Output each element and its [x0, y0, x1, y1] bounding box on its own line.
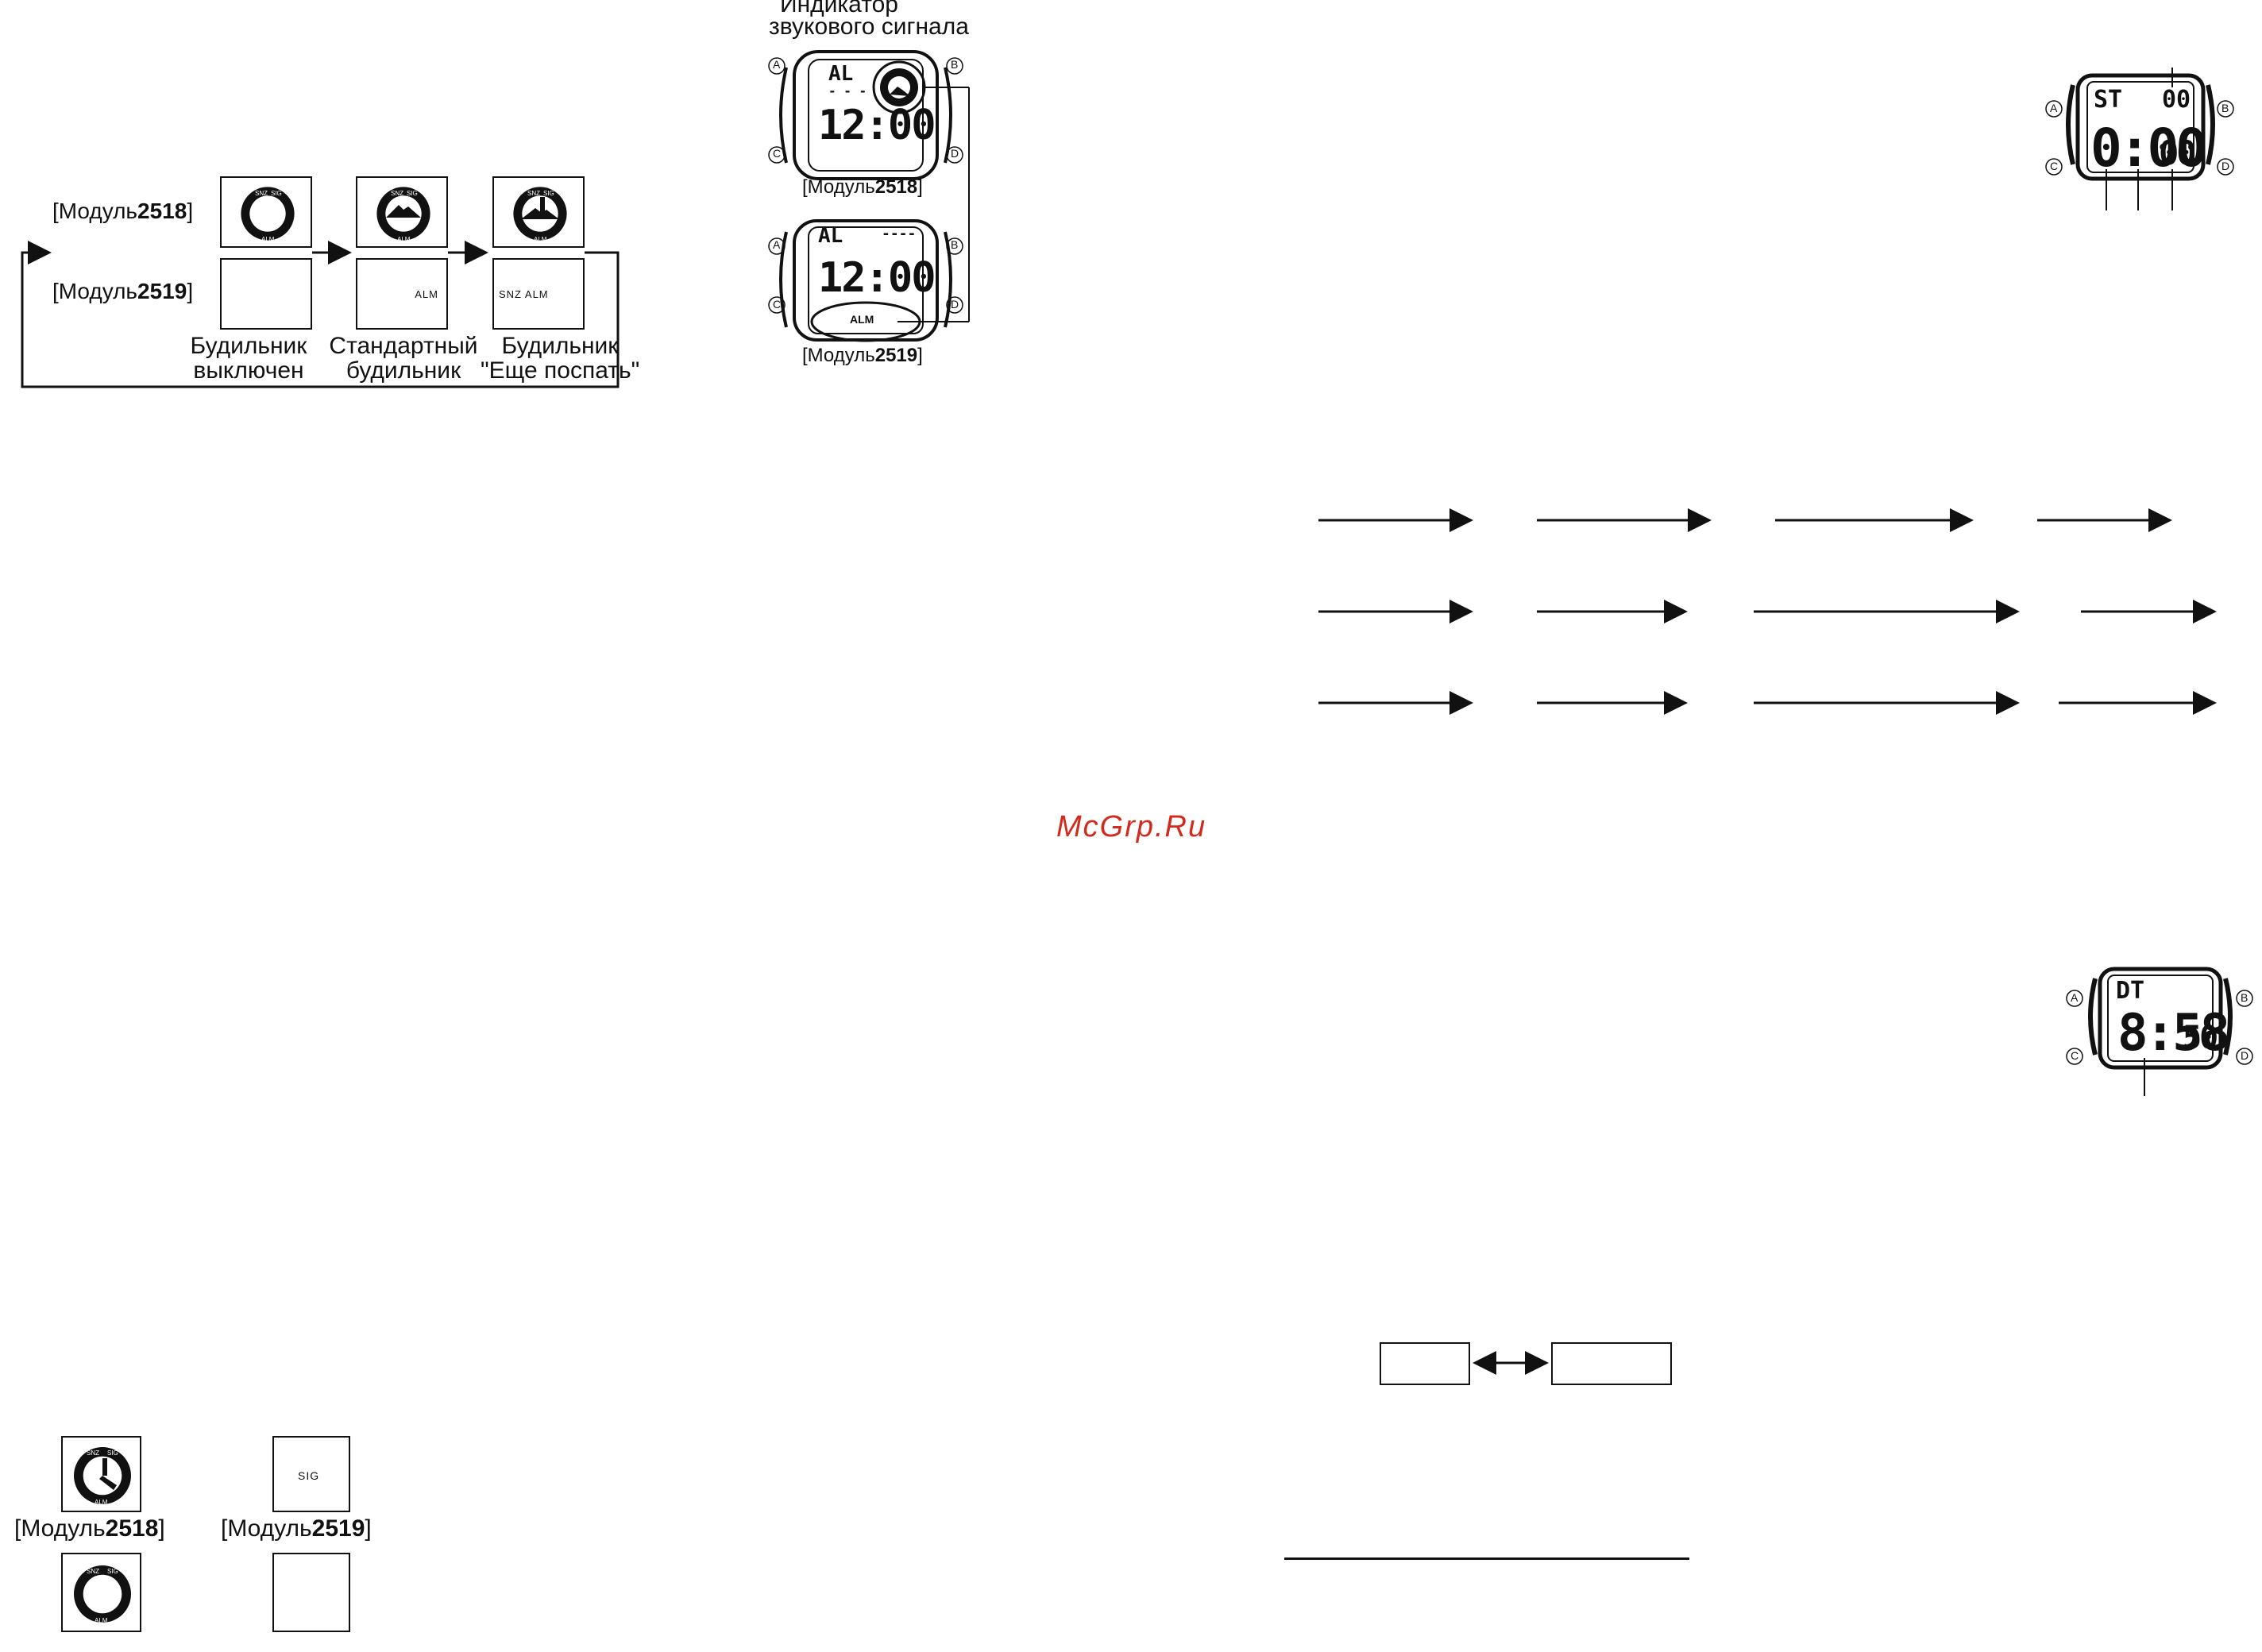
- sw-button-c: C: [2050, 160, 2059, 172]
- lcd-box-off: [220, 258, 312, 330]
- watch2-caption: [Модуль2519]: [802, 345, 923, 366]
- watch2-mode: AL: [818, 224, 843, 248]
- svg-text:ALM: ALM: [95, 1499, 108, 1506]
- dt-button-d: D: [2241, 1049, 2249, 1062]
- signal-ring-off: SNZ SIG ALM: [61, 1553, 141, 1632]
- watch1-dashes: - - -: [828, 83, 867, 98]
- dual-time-main: 8:58: [2117, 1004, 2230, 1063]
- signal-lcd-on: SIG: [272, 1436, 350, 1512]
- svg-text:SIG: SIG: [107, 1568, 118, 1575]
- watch2-dashes: ----: [882, 226, 917, 242]
- dt-button-b: B: [2241, 991, 2248, 1004]
- arrow-rows: [1318, 508, 2217, 715]
- watch1-time: 12:00: [818, 102, 936, 149]
- svg-text:SNZ: SNZ: [87, 1449, 99, 1457]
- ring-icon-standard: SNZ SIG ALM: [356, 176, 448, 248]
- svg-text:SIG: SIG: [271, 190, 282, 197]
- sw-button-b: B: [2221, 102, 2229, 114]
- svg-text:SNZ: SNZ: [87, 1568, 99, 1575]
- snz-alm-tag: SNZ ALM: [499, 288, 549, 300]
- alarm-cycle-arrows: [21, 241, 620, 388]
- watch2-time: 12:00: [818, 254, 936, 302]
- dual-time-small: 50: [2183, 1020, 2218, 1056]
- button-c-label: C: [773, 147, 782, 160]
- toggle-box-right: [1551, 1342, 1672, 1385]
- watch1-mode: AL: [828, 62, 854, 86]
- button-d2-label: D: [951, 298, 959, 311]
- dt-button-a: A: [2071, 991, 2079, 1004]
- ring-icon-snooze: SNZ SIG ALM: [492, 176, 585, 248]
- dt-button-c: C: [2071, 1049, 2079, 1062]
- stopwatch-top-right: 00: [2162, 86, 2191, 114]
- watch-2518: [768, 50, 970, 322]
- svg-text:ALM: ALM: [95, 1617, 108, 1624]
- button-a2-label: A: [773, 238, 781, 251]
- lcd-box-snooze: SNZ ALM: [492, 258, 585, 330]
- svg-text:SIG: SIG: [543, 190, 554, 197]
- stopwatch-main: 0:00: [2090, 118, 2207, 179]
- watch-2519: [768, 219, 969, 342]
- divider-line: [1284, 1557, 1689, 1560]
- sw-button-a: A: [2050, 102, 2058, 114]
- svg-text:ALM: ALM: [397, 236, 411, 243]
- button-b2-label: B: [951, 238, 959, 251]
- svg-text:SIG: SIG: [407, 190, 418, 197]
- stopwatch-small: 00: [2159, 133, 2197, 172]
- ring-icon-off: SNZ SIG ALM: [220, 176, 312, 248]
- module-2518-label: [Модуль2518]: [52, 199, 194, 223]
- lcd-box-standard: ALM: [356, 258, 448, 330]
- signal-lcd-off: [272, 1553, 350, 1632]
- alm-tag: ALM: [415, 288, 438, 300]
- dual-time-watch: [2066, 967, 2253, 1096]
- svg-text:SNZ: SNZ: [255, 190, 268, 197]
- sw-button-d: D: [2221, 160, 2230, 172]
- button-d-label: D: [951, 147, 959, 160]
- button-a-label: A: [773, 58, 781, 71]
- signal-ring-on: SNZ SIG ALM: [61, 1436, 141, 1512]
- toggle-box-left: [1380, 1342, 1470, 1385]
- watch2-alm-tag: ALM: [850, 313, 874, 326]
- double-arrow-icon: [1473, 1351, 1549, 1375]
- signal-module-2518-label: [Модуль2518]: [14, 1515, 165, 1542]
- watermark: McGrp.Ru: [1056, 810, 1207, 843]
- sound-indicator-title: Индикатор звукового сигнала: [769, 0, 969, 40]
- svg-text:SNZ: SNZ: [391, 190, 403, 197]
- svg-text:ALM: ALM: [534, 236, 547, 243]
- module-2519-label: [Модуль2519]: [52, 279, 194, 303]
- dual-time-mode: DT: [2116, 977, 2145, 1005]
- caption-snooze-alarm: Будильник"Еще поспать": [481, 333, 640, 384]
- watch1-caption: [Модуль2518]: [802, 176, 923, 198]
- svg-text:ALM: ALM: [261, 236, 275, 243]
- stopwatch-watch: [2045, 68, 2234, 210]
- sig-tag: SIG: [298, 1469, 320, 1482]
- svg-text:SNZ: SNZ: [527, 190, 540, 197]
- button-b-label: B: [951, 58, 959, 71]
- svg-text:SIG: SIG: [107, 1449, 118, 1457]
- signal-module-2519-label: [Модуль2519]: [221, 1515, 372, 1542]
- stopwatch-mode: ST: [2094, 86, 2123, 114]
- button-c2-label: C: [773, 298, 782, 311]
